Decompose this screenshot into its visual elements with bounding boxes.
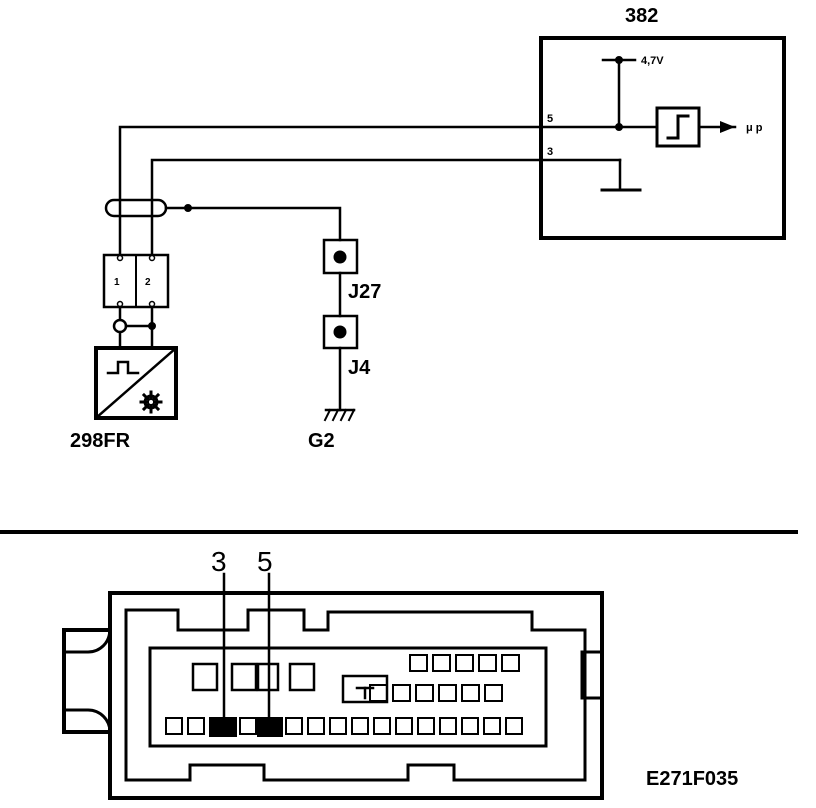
j27-label: J27 [348, 281, 381, 303]
ecu-382 [539, 36, 786, 240]
sensor-id-label: 298FR [70, 430, 131, 452]
ground-g2-icon [323, 408, 356, 422]
sensor-pin2-label: 2 [145, 277, 151, 288]
sensor-connector [102, 253, 170, 350]
sensor-pin1-label: 1 [114, 277, 120, 288]
gear-icon [139, 390, 163, 414]
wire-shield-ground [164, 204, 342, 412]
j4-label: J4 [348, 357, 371, 379]
ecu-id-label: 382 [625, 5, 658, 27]
shield-oval [104, 198, 168, 218]
ecu-voltage-label: 4,7V [641, 55, 664, 67]
ecu-output-label: μ p [746, 122, 763, 134]
g2-label: G2 [308, 430, 335, 452]
ecu-connector-face [62, 572, 604, 800]
splice-j27 [322, 238, 359, 275]
callout-label-5: 5 [257, 546, 273, 577]
ecu-pin3-label: 3 [547, 146, 553, 158]
output-arrow-icon [720, 121, 735, 133]
pulse-signal-icon [106, 360, 140, 375]
callout-label-3: 3 [211, 546, 227, 577]
wire-pin5 [118, 125, 659, 257]
wire-pin3 [150, 158, 622, 257]
figure-code: E271F035 [646, 768, 738, 790]
sensor-298fr [94, 346, 178, 420]
ecu-pin5-label: 5 [547, 113, 553, 125]
ecu-box [539, 36, 786, 240]
splice-j4 [322, 314, 359, 350]
